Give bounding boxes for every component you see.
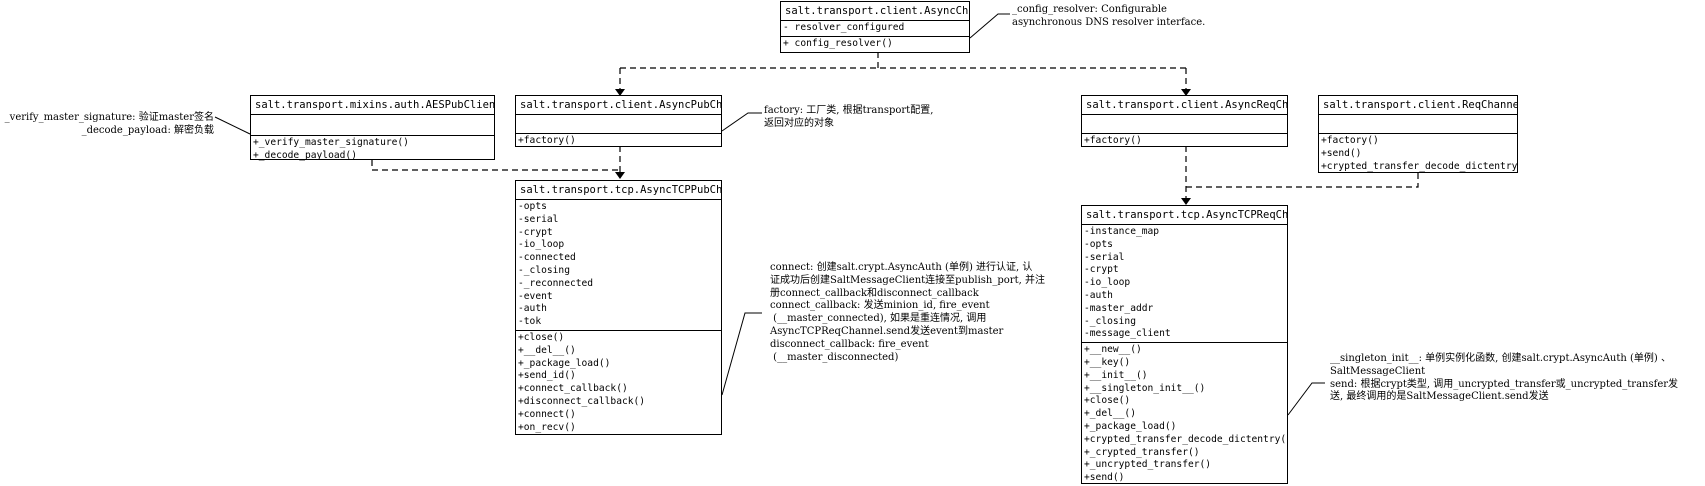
class-member: +__init__() — [1084, 369, 1148, 381]
class-name: salt.transport.client.AsyncChannel — [781, 2, 969, 21]
class-member: +factory() — [518, 135, 576, 146]
note-mixin-methods: _verify_master_signature: 验证master签名 _de… — [4, 112, 214, 136]
attributes-section — [516, 115, 721, 133]
class-member: -io_loop — [1084, 277, 1131, 289]
class-member: -crypt — [1084, 264, 1119, 276]
arrowhead-tcp-req — [1181, 198, 1191, 205]
class-member: +factory() — [1084, 135, 1142, 146]
class-member: -serial — [1084, 251, 1125, 263]
class-member: -event — [518, 290, 553, 302]
note-link-connect — [721, 312, 762, 396]
class-aes-pub-client-mixin: salt.transport.mixins.auth.AESPubClientM… — [250, 95, 495, 161]
dependency-mixin-to-tcp-pub — [371, 160, 620, 171]
class-member: -auth — [518, 303, 547, 315]
class-member: +__new__() — [1084, 344, 1142, 356]
class-member: + config_resolver() — [783, 37, 893, 49]
class-name: salt.transport.mixins.auth.AESPubClientM… — [251, 96, 494, 115]
class-member: -master_addr — [1084, 302, 1154, 314]
class-async-channel: salt.transport.client.AsyncChannel - res… — [780, 1, 970, 53]
class-member: +_crypted_transfer() — [1084, 446, 1200, 458]
class-member: +close() — [518, 331, 565, 343]
class-member: +send_id() — [518, 370, 576, 382]
class-member: +_del__() — [1084, 408, 1136, 420]
class-member: +__singleton_init__() — [1084, 382, 1206, 394]
dependency-req-channel-to-tcp-req — [1186, 173, 1419, 188]
class-member: +crypted_transfer_decode_dictentry() — [1321, 160, 1517, 172]
attributes-section: -opts-serial-crypt-io_loop-connected-_cl… — [516, 200, 721, 330]
class-name: salt.transport.client.AsyncPubChannel — [516, 96, 721, 115]
arrowhead-async-pub — [615, 89, 625, 96]
class-member: +factory() — [1321, 135, 1379, 146]
methods-section: +factory() — [1082, 133, 1287, 149]
class-member: +_package_load() — [1084, 420, 1177, 432]
class-async-pub-channel: salt.transport.client.AsyncPubChannel +f… — [515, 95, 722, 147]
attributes-section — [1319, 115, 1517, 133]
class-member: -instance_map — [1084, 226, 1160, 237]
note-link-singleton — [1287, 382, 1325, 416]
class-member: +connect_callback() — [518, 383, 628, 395]
methods-section: +factory() — [516, 133, 721, 149]
class-member: +__key() — [1084, 356, 1131, 368]
class-member: +_decode_payload() — [253, 149, 357, 161]
class-member: +_uncrypted_transfer() — [1084, 459, 1212, 471]
methods-section: +_verify_master_signature()+_decode_payl… — [251, 135, 494, 164]
class-req-channel: salt.transport.client.ReqChannel +factor… — [1318, 95, 1518, 173]
note-singleton-send: __singleton_init__: 单例实例化函数, 创建salt.cryp… — [1330, 353, 1679, 403]
class-member: -tok — [518, 316, 542, 328]
class-member: +crypted_transfer_decode_dictentry() — [1084, 433, 1287, 445]
methods-section: +close()+__del__()+_package_load()+send_… — [516, 329, 721, 435]
class-async-tcp-pub-channel: salt.transport.tcp.AsyncTCPPubChannel -o… — [515, 180, 722, 435]
attributes-section: - resolver_configured — [781, 21, 969, 36]
class-async-tcp-req-channel: salt.transport.tcp.AsyncTCPReqChannel -i… — [1081, 205, 1288, 484]
note-factory: factory: 工厂类, 根据transport配置, 返回对应的对象 — [764, 105, 934, 129]
class-member: +connect() — [518, 408, 576, 420]
class-member: -_reconnected — [518, 277, 594, 289]
note-link-factory — [721, 112, 762, 132]
class-member: +_verify_master_signature() — [253, 137, 409, 148]
note-connect: connect: 创建salt.crypt.AsyncAuth (单例) 进行认… — [770, 262, 1045, 363]
class-name: salt.transport.tcp.AsyncTCPReqChannel — [1082, 206, 1287, 225]
methods-section: +__new__()+__key()+__init__()+__singleto… — [1082, 342, 1287, 486]
note-link-config-resolver — [969, 13, 1010, 39]
class-member: +on_recv() — [518, 421, 576, 433]
note-config-resolver: _config_resolver: Configurable asynchron… — [1012, 4, 1206, 28]
class-member: - resolver_configured — [783, 22, 905, 33]
class-member: +send() — [1084, 472, 1125, 484]
class-member: -_closing — [518, 264, 570, 276]
class-name: salt.transport.client.ReqChannel — [1319, 96, 1517, 115]
class-member: -auth — [1084, 289, 1113, 301]
attributes-section: -instance_map-opts-serial-crypt-io_loop-… — [1082, 225, 1287, 342]
note-link-mixin — [214, 116, 251, 135]
class-async-req-channel: salt.transport.client.AsyncReqChannel +f… — [1081, 95, 1288, 147]
class-member: +__del__() — [518, 344, 576, 356]
attributes-section — [1082, 115, 1287, 133]
class-member: -opts — [518, 201, 547, 212]
class-member: -io_loop — [518, 239, 565, 251]
class-member: -crypt — [518, 226, 553, 238]
class-member: +disconnect_callback() — [518, 395, 646, 407]
class-member: +close() — [1084, 395, 1131, 407]
class-name: salt.transport.tcp.AsyncTCPPubChannel — [516, 181, 721, 200]
class-member: -opts — [1084, 238, 1113, 250]
methods-section: + config_resolver() — [781, 35, 969, 52]
class-member: -message_client — [1084, 328, 1171, 340]
class-name: salt.transport.client.AsyncReqChannel — [1082, 96, 1287, 115]
attributes-section — [251, 115, 494, 135]
class-member: +_package_load() — [518, 357, 611, 369]
class-member: +send() — [1321, 147, 1362, 159]
class-member: -serial — [518, 213, 559, 225]
arrowhead-async-req — [1181, 89, 1191, 96]
class-member: -connected — [518, 252, 576, 264]
class-member: -_closing — [1084, 315, 1136, 327]
methods-section: +factory()+send()+crypted_transfer_decod… — [1319, 133, 1517, 174]
arrowhead-tcp-pub — [615, 172, 625, 179]
